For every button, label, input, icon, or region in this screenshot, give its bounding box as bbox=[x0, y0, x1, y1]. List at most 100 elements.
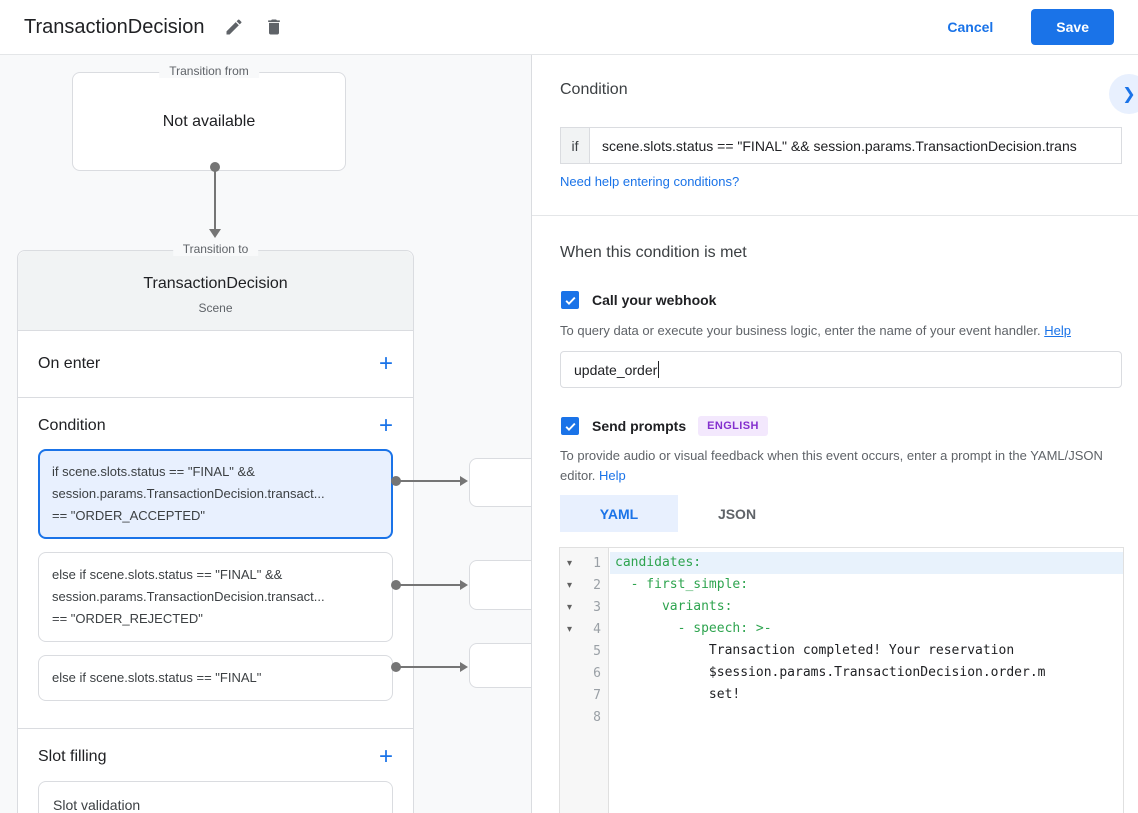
transition-to-legend: Transition to bbox=[172, 242, 259, 256]
fold-icon[interactable]: ▾ bbox=[567, 579, 573, 591]
condition-text: else if scene.slots.status == "FINAL" && bbox=[52, 567, 283, 582]
condition-text: session.params.TransactionDecision.trans… bbox=[52, 486, 325, 501]
code-text[interactable]: set! bbox=[615, 687, 741, 702]
add-slot-icon[interactable]: + bbox=[378, 743, 393, 770]
edit-icon[interactable] bbox=[224, 17, 244, 37]
cancel-button[interactable]: Cancel bbox=[947, 19, 994, 35]
connector-line bbox=[397, 584, 460, 586]
prompts-description: To provide audio or visual feedback when… bbox=[560, 448, 1103, 483]
yaml-code-editor[interactable]: ▾1 candidates: ▾2 - first_simple: ▾3 var… bbox=[559, 547, 1124, 813]
code-text[interactable]: - speech: >- bbox=[615, 621, 772, 636]
fold-icon[interactable]: ▾ bbox=[567, 557, 573, 569]
panel-title: Condition bbox=[560, 81, 628, 98]
call-webhook-row: Call your webhook bbox=[561, 291, 716, 309]
scene-title: TransactionDecision bbox=[143, 275, 288, 292]
connector-dot bbox=[391, 580, 401, 590]
webhook-help-link[interactable]: Help bbox=[1044, 323, 1071, 338]
check-icon bbox=[565, 422, 575, 431]
editor-tabs: YAML JSON bbox=[560, 495, 796, 532]
page-title: TransactionDecision bbox=[24, 15, 205, 38]
tab-yaml[interactable]: YAML bbox=[560, 495, 678, 532]
on-enter-label: On enter bbox=[38, 355, 101, 372]
code-line: ▾1 candidates: bbox=[560, 552, 1123, 574]
slot-filling-section: Slot filling + Slot validation bbox=[18, 729, 413, 813]
flow-canvas: Transition from Not available Transition… bbox=[0, 55, 531, 813]
transition-target-node[interactable] bbox=[469, 458, 531, 507]
condition-item-rejected[interactable]: else if scene.slots.status == "FINAL" &&… bbox=[38, 552, 393, 642]
code-line: ▾2 - first_simple: bbox=[560, 574, 1123, 596]
panel-divider bbox=[532, 215, 1138, 216]
condition-expression-input[interactable] bbox=[589, 127, 1122, 164]
code-line: 5 Transaction completed! Your reservatio… bbox=[560, 640, 1123, 662]
top-bar: TransactionDecision Cancel Save bbox=[0, 0, 1138, 55]
if-label: if bbox=[560, 127, 589, 164]
tab-json[interactable]: JSON bbox=[717, 505, 757, 522]
condition-section: Condition + if scene.slots.status == "FI… bbox=[18, 398, 413, 729]
code-line: 6 $session.params.TransactionDecision.or… bbox=[560, 662, 1123, 684]
condition-text: session.params.TransactionDecision.trans… bbox=[52, 589, 325, 604]
arrow-right-icon bbox=[460, 662, 468, 672]
arrow-right-icon bbox=[460, 476, 468, 486]
send-prompts-row: Send prompts ENGLISH bbox=[561, 416, 768, 436]
code-text[interactable]: $session.params.TransactionDecision.orde… bbox=[615, 665, 1046, 680]
on-enter-row: On enter + bbox=[18, 331, 413, 398]
scene-subtitle: Scene bbox=[198, 301, 233, 315]
chevron-right-icon: ❯ bbox=[1122, 86, 1136, 103]
connector-dot bbox=[391, 662, 401, 672]
language-badge: ENGLISH bbox=[698, 416, 768, 436]
check-icon bbox=[565, 296, 575, 305]
slot-filling-label: Slot filling bbox=[38, 748, 107, 765]
transition-target-node[interactable] bbox=[469, 560, 531, 610]
code-text[interactable] bbox=[610, 706, 1123, 728]
connector-line bbox=[397, 480, 460, 482]
condition-item-final[interactable]: else if scene.slots.status == "FINAL" bbox=[38, 655, 393, 701]
webhook-label: Call your webhook bbox=[592, 292, 717, 308]
save-button[interactable]: Save bbox=[1031, 9, 1114, 45]
delete-icon[interactable] bbox=[264, 17, 284, 37]
code-line: ▾4 - speech: >- bbox=[560, 618, 1123, 640]
transition-from-legend: Transition from bbox=[159, 64, 259, 78]
slot-validation-item[interactable]: Slot validation bbox=[38, 781, 393, 813]
fold-icon[interactable]: ▾ bbox=[567, 601, 573, 613]
code-line: 7 set! bbox=[560, 684, 1123, 706]
add-on-enter-icon[interactable]: + bbox=[378, 350, 393, 377]
conditions-help-link[interactable]: Need help entering conditions? bbox=[560, 174, 740, 189]
collapse-panel-button[interactable]: ❯ bbox=[1109, 74, 1138, 114]
send-prompts-checkbox[interactable] bbox=[561, 417, 579, 435]
editor-gutter bbox=[560, 548, 609, 813]
when-condition-met-title: When this condition is met bbox=[560, 244, 747, 261]
code-line: 8 bbox=[560, 706, 1123, 728]
condition-text: else if scene.slots.status == "FINAL" bbox=[52, 670, 262, 685]
condition-text: == "ORDER_ACCEPTED" bbox=[52, 508, 205, 523]
add-condition-icon[interactable]: + bbox=[378, 412, 393, 439]
scene-header: TransactionDecision Scene bbox=[18, 251, 413, 331]
arrow-down-icon bbox=[209, 229, 221, 238]
condition-panel: Condition ❯ if Need help entering condit… bbox=[531, 55, 1138, 813]
webhook-checkbox[interactable] bbox=[561, 291, 579, 309]
transition-to-card: Transition to TransactionDecision Scene … bbox=[17, 242, 414, 813]
fold-icon[interactable]: ▾ bbox=[567, 623, 573, 635]
connector-line bbox=[214, 171, 216, 230]
text-caret bbox=[658, 361, 660, 378]
code-text[interactable]: - first_simple: bbox=[615, 577, 749, 592]
connector-line bbox=[397, 666, 460, 668]
prompts-help-link[interactable]: Help bbox=[599, 468, 626, 483]
send-prompts-label: Send prompts bbox=[592, 418, 687, 434]
connector-dot bbox=[210, 162, 220, 172]
transition-from-content: Not available bbox=[162, 112, 256, 130]
code-text[interactable]: candidates: bbox=[610, 552, 1123, 574]
condition-item-accepted[interactable]: if scene.slots.status == "FINAL" && sess… bbox=[38, 449, 393, 539]
code-text[interactable]: variants: bbox=[615, 599, 733, 614]
arrow-right-icon bbox=[460, 580, 468, 590]
code-line: ▾3 variants: bbox=[560, 596, 1123, 618]
transition-target-node[interactable] bbox=[469, 643, 531, 688]
condition-input-row: if bbox=[560, 127, 1122, 164]
condition-text: if scene.slots.status == "FINAL" && bbox=[52, 464, 255, 479]
event-handler-input[interactable]: update_order bbox=[560, 351, 1122, 388]
transition-from-box: Transition from Not available bbox=[72, 64, 346, 171]
condition-text: == "ORDER_REJECTED" bbox=[52, 611, 203, 626]
code-text[interactable]: Transaction completed! Your reservation bbox=[615, 643, 1015, 658]
webhook-description: To query data or execute your business l… bbox=[560, 323, 1071, 338]
condition-section-label: Condition bbox=[38, 417, 106, 434]
